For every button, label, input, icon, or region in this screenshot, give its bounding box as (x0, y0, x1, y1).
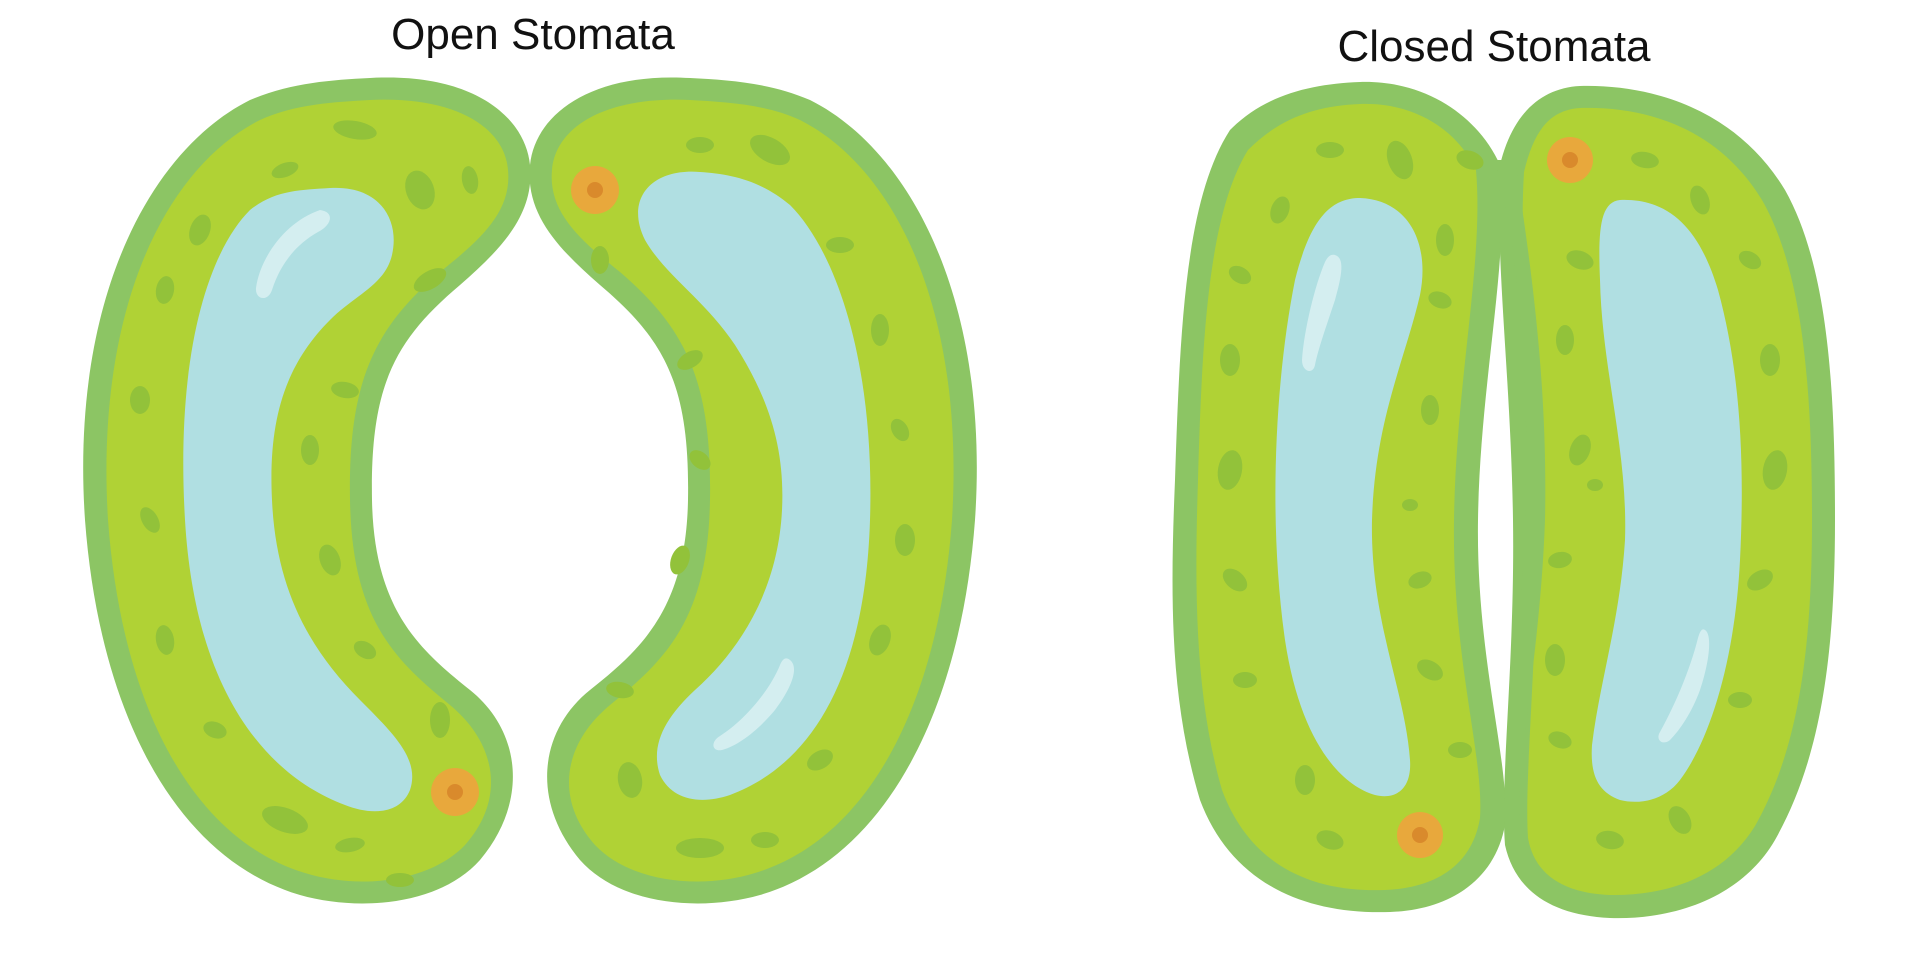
chloroplast (1587, 479, 1603, 491)
chloroplast (413, 268, 447, 292)
chloroplast (1747, 569, 1773, 591)
open-left-vacuole (183, 187, 413, 812)
closed-stomata (1172, 81, 1835, 919)
chloroplast (271, 161, 299, 179)
chloroplast (871, 314, 889, 346)
closed-stomatal-seam (1495, 160, 1546, 835)
chloroplast (895, 524, 915, 556)
chloroplast (591, 246, 609, 274)
chloroplast (1548, 551, 1572, 569)
closed-right-guard-cell (1499, 85, 1835, 919)
chloroplast (1217, 450, 1243, 490)
open-stomata-label: Open Stomata (391, 10, 675, 59)
chloroplast (1728, 692, 1752, 708)
chloroplast (689, 450, 711, 470)
chloroplast (405, 170, 435, 210)
chloroplast (203, 721, 227, 739)
chloroplast (1228, 265, 1252, 285)
chloroplast (331, 381, 359, 399)
chloroplast (461, 166, 479, 194)
chloroplast (155, 276, 175, 304)
chloroplast (262, 806, 308, 834)
chloroplast (751, 832, 779, 848)
chloroplast (686, 137, 714, 153)
chloroplast (1436, 224, 1454, 256)
open-right-nucleolus (587, 182, 603, 198)
chloroplast (1548, 731, 1572, 749)
chloroplast (130, 386, 150, 414)
chloroplast (301, 435, 319, 465)
chloroplast (1295, 765, 1315, 795)
chloroplast (430, 702, 450, 738)
chloroplast (750, 134, 790, 166)
closed-right-vacuole-highlight (1658, 629, 1710, 743)
chloroplast (1556, 325, 1574, 355)
chloroplast (1448, 742, 1472, 758)
closed-right-nucleolus (1562, 152, 1578, 168)
chloroplast (1408, 571, 1432, 589)
closed-stomata-label: Closed Stomata (1337, 22, 1651, 71)
chloroplast (1270, 196, 1290, 224)
chloroplast (1220, 344, 1240, 376)
closed-organelles (1217, 140, 1788, 850)
chloroplast (1386, 140, 1414, 180)
chloroplast (670, 545, 690, 575)
chloroplast (1738, 250, 1762, 270)
chloroplast (1596, 830, 1624, 850)
chloroplast (1417, 659, 1443, 681)
chloroplast (335, 837, 365, 853)
open-left-nucleolus (447, 784, 463, 800)
chloroplast (1456, 150, 1484, 170)
chloroplast (617, 762, 643, 798)
chloroplast (333, 120, 377, 140)
chloroplast (1569, 434, 1591, 466)
chloroplast (807, 749, 833, 771)
chloroplast (1545, 644, 1565, 676)
chloroplast (606, 681, 634, 699)
chloroplast (140, 507, 160, 533)
chloroplast (353, 640, 377, 660)
closed-left-guard-cell (1172, 81, 1506, 913)
chloroplast (1668, 806, 1692, 834)
chloroplast (319, 544, 341, 576)
chloroplast (1402, 499, 1418, 511)
open-stomata (83, 77, 977, 904)
chloroplast (386, 873, 414, 887)
chloroplast (1762, 450, 1788, 490)
open-right-vacuole-highlight (713, 658, 795, 751)
chloroplast (890, 418, 910, 442)
chloroplast (1428, 291, 1452, 309)
chloroplast (1566, 250, 1594, 270)
open-right-cytoplasm (551, 99, 954, 882)
chloroplast (1760, 344, 1780, 376)
closed-left-vacuole-highlight (1302, 254, 1342, 372)
open-right-vacuole (638, 171, 871, 800)
chloroplast (869, 624, 891, 656)
chloroplast (1233, 672, 1257, 688)
chloroplast (1690, 185, 1710, 215)
chloroplast (1316, 830, 1344, 850)
open-left-vacuole-highlight (255, 210, 330, 299)
open-organelles (130, 120, 915, 887)
chloroplast (1421, 395, 1439, 425)
chloroplast (189, 214, 211, 246)
open-right-guard-cell (529, 77, 977, 904)
closed-left-nucleolus (1412, 827, 1428, 843)
chloroplast (676, 838, 724, 858)
chloroplast (677, 350, 703, 370)
chloroplast (1631, 151, 1659, 169)
chloroplast (1222, 568, 1248, 592)
chloroplast (826, 237, 854, 253)
chloroplast (1316, 142, 1344, 158)
chloroplast (155, 625, 175, 655)
